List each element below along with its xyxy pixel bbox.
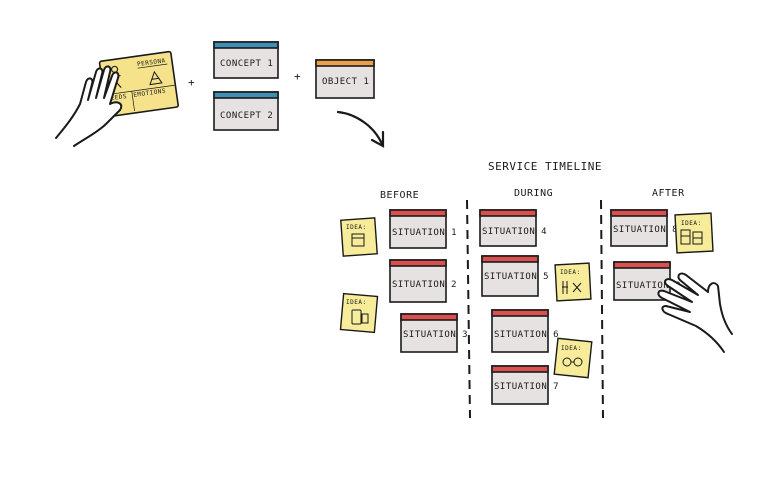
phase-during: DURING <box>514 188 553 199</box>
concept-card-1-label: CONCEPT 1 <box>220 59 273 69</box>
idea-note-3-label: IDEA: <box>560 269 581 276</box>
situation-card-6-label: SITUATION 6 <box>494 330 559 340</box>
idea-note-2: IDEA: <box>340 294 377 333</box>
situation-card-5: SITUATION 5 <box>482 256 549 296</box>
situation-card-8-label: SITUATION 8 <box>613 225 678 235</box>
situation-card-4-label: SITUATION 4 <box>482 227 547 237</box>
phase-before: BEFORE <box>380 190 419 201</box>
hand-icon-left <box>56 66 121 146</box>
concept-card-1: CONCEPT 1 <box>214 42 278 78</box>
timeline-title: SERVICE TIMELINE <box>488 160 602 173</box>
idea-note-5-label: IDEA: <box>681 220 702 227</box>
idea-note-1: IDEA: <box>341 218 377 256</box>
idea-note-1-label: IDEA: <box>346 224 367 231</box>
situation-card-1: SITUATION 1 <box>390 210 457 248</box>
situation-card-2: SITUATION 2 <box>390 260 457 302</box>
object-card: OBJECT 1 <box>316 60 374 98</box>
object-card-label: OBJECT 1 <box>322 77 369 87</box>
idea-note-4: IDEA: <box>554 338 592 377</box>
situation-card-2-label: SITUATION 2 <box>392 280 457 290</box>
divider-during-after <box>601 200 603 418</box>
situation-card-7-label: SITUATION 7 <box>494 382 559 392</box>
situation-card-5-label: SITUATION 5 <box>484 272 549 282</box>
concept-card-2-label: CONCEPT 2 <box>220 111 273 121</box>
situation-card-3-label: SITUATION 3 <box>403 330 468 340</box>
idea-note-3: IDEA: <box>555 263 591 301</box>
situation-card-4: SITUATION 4 <box>480 210 547 246</box>
idea-note-4-label: IDEA: <box>561 345 582 352</box>
situation-card-1-label: SITUATION 1 <box>392 228 457 238</box>
divider-before-during <box>467 200 470 418</box>
idea-note-5: IDEA: <box>675 213 713 253</box>
situation-card-7: SITUATION 7 <box>492 366 559 404</box>
curved-arrow-icon <box>338 112 383 146</box>
plus-sign-1: + <box>188 76 195 89</box>
situation-card-6: SITUATION 6 <box>492 310 559 352</box>
concept-card-2: CONCEPT 2 <box>214 92 278 130</box>
phase-after: AFTER <box>652 188 685 199</box>
hand-icon-right <box>658 274 732 352</box>
idea-note-2-label: IDEA: <box>346 299 367 306</box>
situation-card-8: SITUATION 8 <box>611 210 678 246</box>
situation-card-3: SITUATION 3 <box>401 314 468 352</box>
plus-sign-2: + <box>294 70 301 83</box>
